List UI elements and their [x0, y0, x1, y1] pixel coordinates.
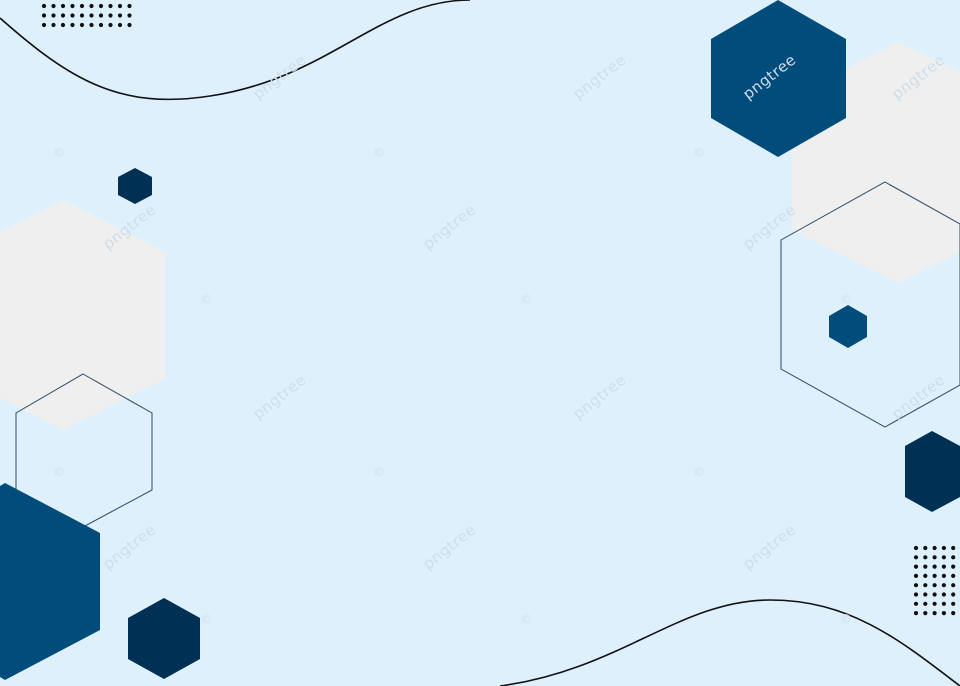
dot [51, 13, 56, 18]
watermark-copyright: © [200, 292, 212, 306]
top-wave-curve [0, 0, 471, 101]
dot [913, 573, 919, 579]
dot [98, 3, 104, 9]
dot [79, 13, 85, 18]
left-blue-hexagon [0, 483, 100, 680]
watermark-copyright: © [200, 612, 212, 626]
bottom-wave-curve [499, 599, 960, 686]
dot [51, 3, 56, 9]
dot [941, 611, 947, 616]
dot [951, 545, 956, 551]
dot [923, 564, 928, 569]
dot [923, 555, 928, 560]
dot [89, 13, 94, 18]
watermark-copyright: © [373, 146, 385, 160]
dot [89, 22, 94, 28]
dot [89, 3, 94, 9]
watermark-copyright: © [53, 465, 65, 479]
dot [98, 22, 104, 28]
dot [941, 601, 947, 606]
dot [41, 3, 47, 9]
watermark-copyright: © [520, 292, 532, 306]
dot [117, 13, 123, 18]
right-navy-hexagon [905, 431, 960, 512]
dot [951, 583, 956, 588]
dot [913, 611, 919, 616]
dot [932, 583, 937, 588]
dot [951, 564, 956, 569]
dot [951, 573, 956, 579]
bottom-right-dot-grid [913, 545, 956, 616]
left-gray-hexagon [0, 200, 165, 430]
dot [70, 22, 75, 28]
watermark-copyright: © [373, 465, 385, 479]
watermark-copyright: © [53, 146, 65, 160]
watermark-copyright: © [840, 612, 852, 626]
watermark-copyright: © [520, 612, 532, 626]
dot [941, 583, 947, 588]
dot [70, 13, 75, 18]
dot [108, 13, 113, 18]
dot [127, 22, 132, 28]
dot [941, 545, 947, 551]
dot [923, 601, 928, 606]
watermark-copyright: © [840, 292, 852, 306]
dot [951, 601, 956, 606]
dot [923, 611, 928, 616]
dot [60, 13, 66, 18]
dot [941, 564, 947, 569]
dot [913, 564, 919, 569]
left-small-navy-hexagon [118, 168, 152, 204]
dot [70, 3, 75, 9]
dot [913, 545, 919, 551]
dot [932, 611, 937, 616]
dot [79, 3, 85, 9]
dot [117, 3, 123, 9]
dot [941, 555, 947, 560]
right-blue-hexagon [711, 0, 846, 157]
dot [51, 22, 56, 28]
dot [932, 545, 937, 551]
dot [951, 555, 956, 560]
dot [127, 13, 132, 18]
dot [941, 592, 947, 597]
dot [79, 22, 85, 28]
dot [941, 573, 947, 579]
dot [923, 545, 928, 551]
dot [60, 3, 66, 9]
dot [108, 22, 113, 28]
dot [923, 573, 928, 579]
dot [932, 601, 937, 606]
dot [951, 592, 956, 597]
dot [932, 592, 937, 597]
dot [117, 22, 123, 28]
dot [108, 3, 113, 9]
dot [913, 555, 919, 560]
dot [951, 611, 956, 616]
watermark-copyright: © [693, 146, 705, 160]
dot [913, 592, 919, 597]
dot [913, 601, 919, 606]
dot [41, 13, 47, 18]
dot [932, 573, 937, 579]
dot [41, 22, 47, 28]
left-navy-hexagon [128, 598, 200, 679]
dot [127, 3, 132, 9]
dot [913, 583, 919, 588]
dot [932, 555, 937, 560]
dot [923, 592, 928, 597]
right-small-blue-hexagon [829, 305, 867, 348]
dot [932, 564, 937, 569]
dot [98, 13, 104, 18]
top-left-dot-grid [41, 3, 132, 28]
watermark-copyright: © [693, 465, 705, 479]
dot [923, 583, 928, 588]
dot [60, 22, 66, 28]
right-outline-hexagon [780, 181, 960, 428]
